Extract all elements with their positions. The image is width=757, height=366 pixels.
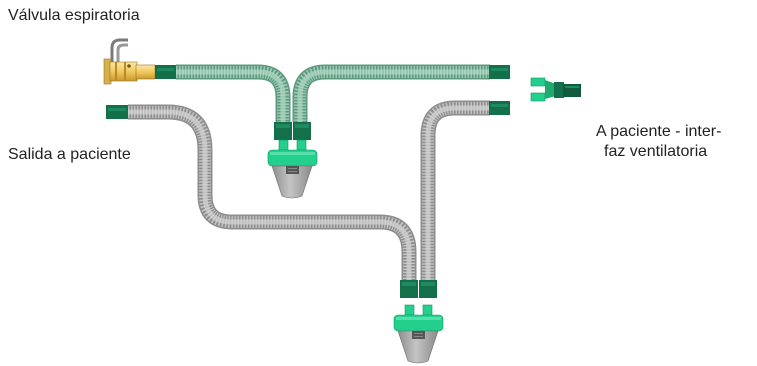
filter-upper (267, 122, 318, 199)
grey-hose-left (128, 104, 417, 280)
patient-interface-label-line2: faz ventilatoria (604, 143, 708, 160)
patient-interface-label-line1: A paciente - inter- (596, 123, 722, 140)
filter-lower (393, 280, 444, 364)
connector-top-right (489, 65, 510, 79)
expiratory-valve-label: Válvula espiratoria (8, 7, 140, 24)
patient-y-connector (530, 77, 581, 102)
green-hose-right (292, 64, 490, 122)
green-hose-left (176, 64, 291, 122)
connector-mid-right (489, 101, 510, 115)
expiratory-valve (103, 38, 156, 85)
grey-hose-right (420, 100, 490, 280)
patient-outlet-label: Salida a paciente (8, 146, 131, 163)
connector-outlet (106, 105, 128, 119)
connector-top-left (155, 65, 176, 79)
